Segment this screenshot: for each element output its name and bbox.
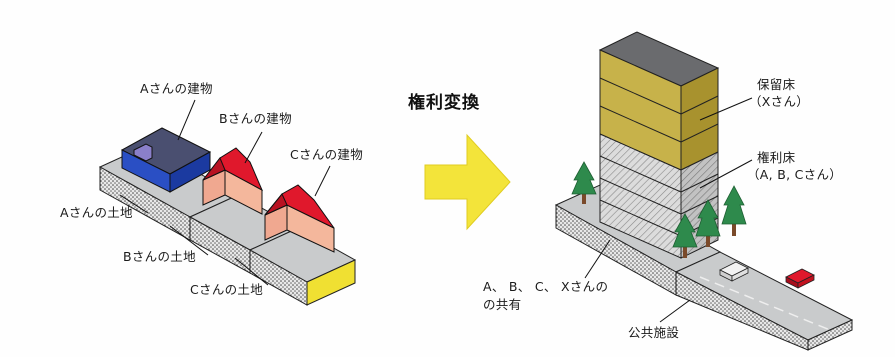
right-leader-lines <box>584 97 753 323</box>
building-a-label: Aさんの建物 <box>140 81 213 96</box>
land-c-side <box>306 259 356 306</box>
reserved-owner-label: （Xさん） <box>749 94 810 109</box>
shared-ownership-line2: の共有 <box>483 297 522 312</box>
building-c-label: Cさんの建物 <box>290 147 364 162</box>
rights-floor-label: 権利床 <box>757 150 796 165</box>
tree <box>721 185 747 236</box>
white-car <box>719 261 749 282</box>
left-leader-lines <box>119 99 331 286</box>
building-b-label: Bさんの建物 <box>219 111 292 126</box>
land-a-label: Aさんの土地 <box>60 205 133 220</box>
building-b <box>202 147 264 215</box>
land-b-label: Bさんの土地 <box>123 249 196 264</box>
tree <box>571 161 597 204</box>
conversion-title: 権利変換 <box>408 93 480 113</box>
building-c <box>264 184 335 253</box>
land-c-label: Cさんの土地 <box>190 282 264 297</box>
tree <box>695 199 721 247</box>
trees <box>571 161 747 258</box>
tree <box>672 213 698 258</box>
rights-owners-label: （A, B, Cさん） <box>747 167 843 182</box>
conversion-arrow <box>424 133 511 231</box>
reserved-floor-label: 保留床 <box>757 77 796 92</box>
red-car <box>785 268 815 289</box>
shared-ownership-line1: A、 B、 C、 Xさんの <box>483 279 609 294</box>
public-road-side <box>807 319 853 351</box>
public-facility-label: 公共施設 <box>628 325 680 340</box>
building-a <box>120 127 212 193</box>
